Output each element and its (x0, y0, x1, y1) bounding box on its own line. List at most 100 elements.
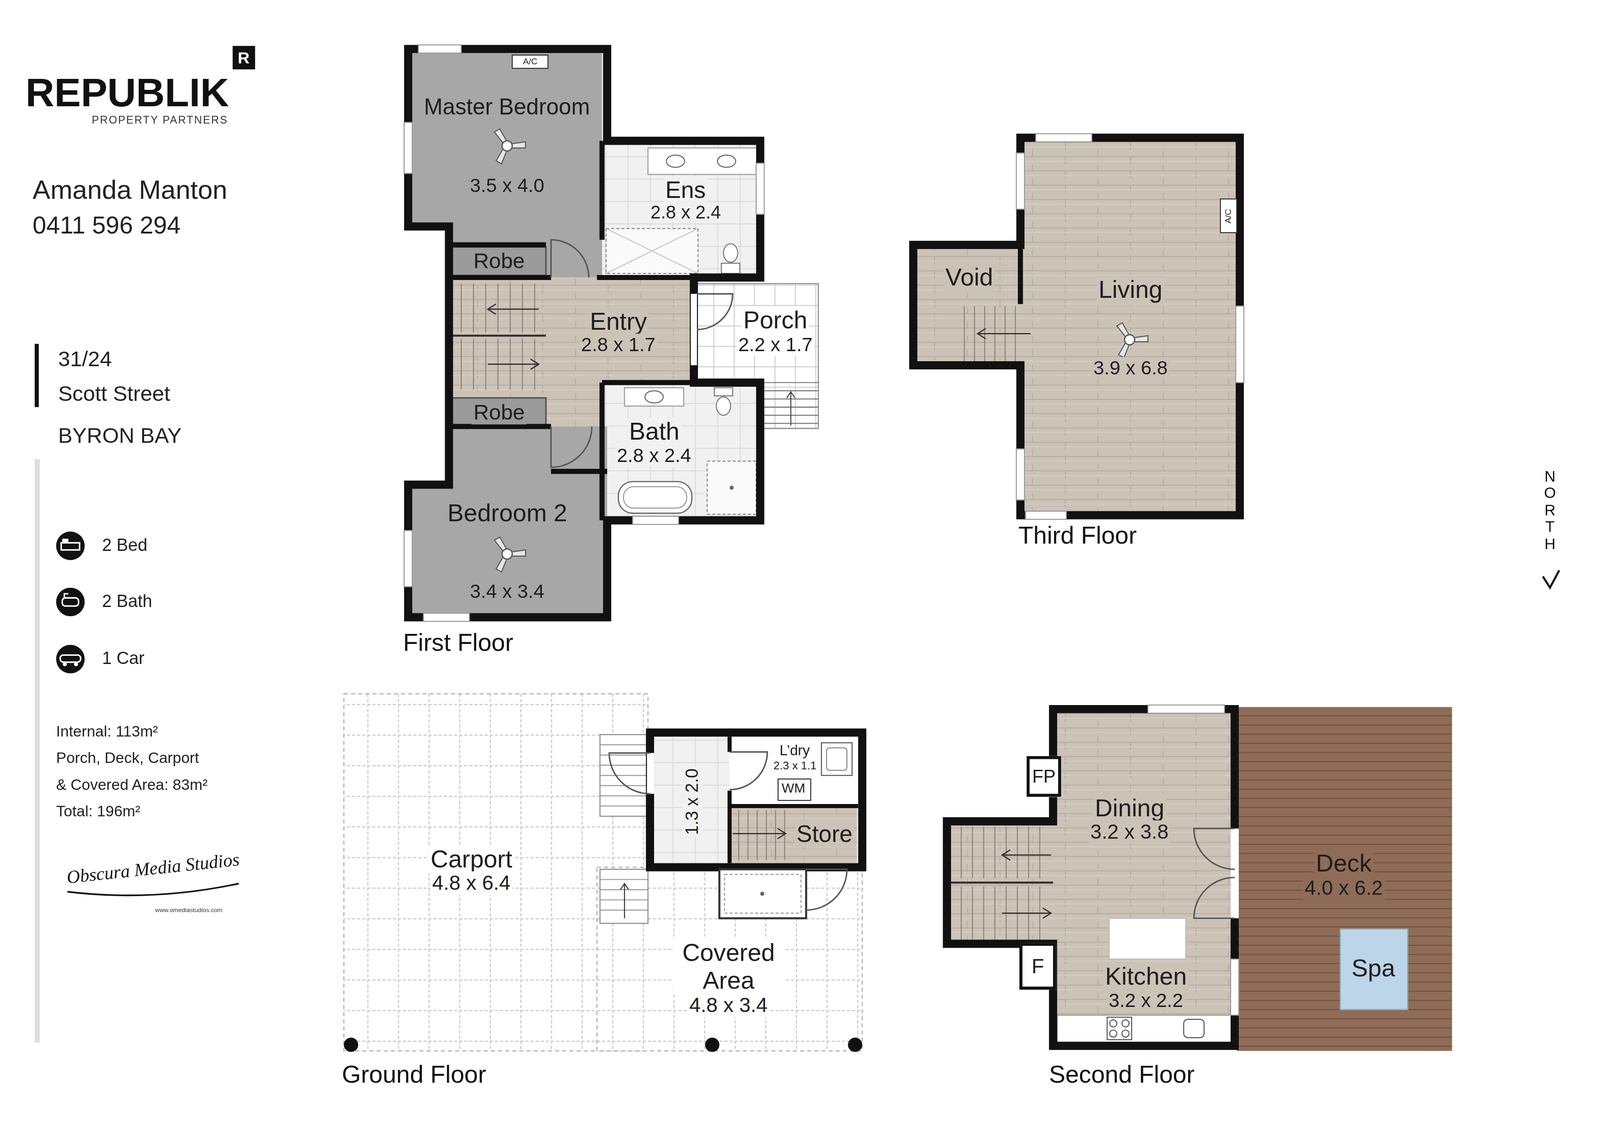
appliance-box: WM (777, 778, 812, 801)
third-floor (1016, 448, 1025, 500)
third-floor (1116, 322, 1149, 358)
room-dimension: 1.3 x 2.0 (678, 763, 706, 841)
third-floor (913, 133, 1244, 520)
second-floor (1230, 959, 1239, 1016)
north-arrow (1542, 570, 1560, 588)
second-floor (1183, 1019, 1205, 1038)
first-floor (487, 304, 539, 370)
room-name: Bedroom 2 (445, 498, 570, 528)
panel-bar (34, 343, 40, 1044)
feature-icon (62, 538, 68, 543)
ground-floor (805, 869, 847, 910)
room-name: Carport (428, 844, 515, 873)
room-size: 3.9 x 6.8 (1091, 357, 1170, 380)
room-name: Master Bedroom (421, 93, 593, 120)
room-name: Void (943, 263, 995, 292)
panel-bar (34, 343, 39, 408)
second-floor (1109, 1019, 1117, 1028)
fixture-box: FP (1026, 756, 1061, 797)
agent-phone: 0411 596 294 (32, 211, 181, 240)
room-size: 2.3 x 1.1 (771, 758, 819, 772)
first-floor (512, 55, 548, 69)
room-name: Dining (1092, 794, 1167, 823)
first-floor (404, 44, 819, 622)
feature-icon (61, 542, 80, 551)
room-name: 1.3 x 2.0 (681, 766, 702, 838)
room-label: Store (791, 817, 858, 851)
first-floor (448, 334, 546, 337)
room-label: Ens2.8 x 2.4 (645, 173, 727, 226)
first-floor (714, 387, 733, 396)
ac-unit: A/C (523, 56, 538, 67)
first-floor (756, 163, 765, 215)
ground-floor (847, 1037, 863, 1052)
room-size: 3.2 x 2.2 (1106, 989, 1185, 1013)
brand-name: REPUBLIK (25, 69, 229, 116)
room-name: Porch (741, 306, 810, 335)
ground-floor (738, 810, 785, 861)
room-name: Kitchen (1102, 962, 1189, 991)
feature-icon (56, 531, 85, 674)
room-label: Void (940, 259, 999, 295)
second-floor (1236, 706, 1453, 1051)
third-floor (977, 328, 1031, 339)
area-note: Total: 196m² (56, 801, 141, 820)
first-floor (706, 461, 756, 515)
address-line: BYRON BAY (58, 423, 182, 448)
room-size: 4.8 x 6.4 (430, 870, 513, 894)
logo-box (232, 46, 255, 70)
area-note: & Covered Area: 83m² (56, 774, 208, 793)
room-name: FP (1029, 765, 1058, 787)
ground-floor (729, 752, 768, 790)
address-line: 31/24 (58, 347, 113, 372)
first-floor (666, 155, 685, 168)
first-floor (721, 263, 740, 274)
second-floor (946, 709, 1235, 1046)
feature-icon (56, 644, 85, 674)
ac-unit: A/C (1223, 208, 1234, 224)
panel-bar (34, 459, 40, 1044)
second-floor (1002, 850, 1051, 919)
second-floor (1194, 877, 1235, 919)
ground-floor (654, 736, 730, 863)
first-floor (729, 485, 734, 490)
first-floor (644, 390, 664, 404)
first-floor (404, 122, 413, 174)
second-floor (1106, 1017, 1132, 1040)
first-floor (786, 391, 795, 426)
studio-url: www.omediastudios.com (155, 906, 223, 914)
room-size: 2.2 x 1.7 (736, 333, 815, 357)
ground-floor (600, 869, 649, 924)
floor-title: First Floor (403, 628, 514, 657)
room-size: 3.4 x 3.4 (467, 580, 547, 603)
room-size: 2.8 x 2.4 (648, 201, 723, 223)
first-floor (423, 613, 470, 622)
brand-tagline: PROPERTY PARTNERS (91, 113, 229, 126)
ground-floor (649, 732, 863, 868)
first-floor (606, 228, 698, 274)
ground-floor (620, 883, 629, 919)
ground-floor (600, 734, 649, 817)
second-floor (1122, 1029, 1130, 1038)
room-name: Robe (471, 400, 527, 425)
room-label: Bath2.8 x 2.4 (611, 414, 697, 471)
north-arrow (1542, 570, 1560, 588)
room-name: Entry (587, 306, 650, 336)
room-name: L’dry (777, 741, 812, 759)
room-label: Kitchen3.2 x 2.2 (1100, 959, 1192, 1016)
room-name: Store (794, 820, 855, 848)
north-label: NORTH (1542, 467, 1559, 553)
room-name: Bath (627, 417, 682, 446)
room-size: 3.5 x 4.0 (467, 174, 547, 198)
room-size: 2.8 x 2.4 (614, 444, 694, 468)
first-floor (550, 426, 592, 468)
feature-icon (60, 654, 81, 663)
first-floor (448, 140, 694, 521)
room-label: Carport4.8 x 6.4 (425, 841, 518, 898)
room-name: WM (779, 781, 808, 797)
ground-floor (732, 828, 786, 839)
room-label: Covered Area4.8 x 3.4 (670, 935, 787, 1020)
third-floor (913, 137, 1240, 516)
second-floor (1122, 1019, 1130, 1028)
room-label: Bedroom 2 3.4 x 3.4 (442, 495, 572, 607)
